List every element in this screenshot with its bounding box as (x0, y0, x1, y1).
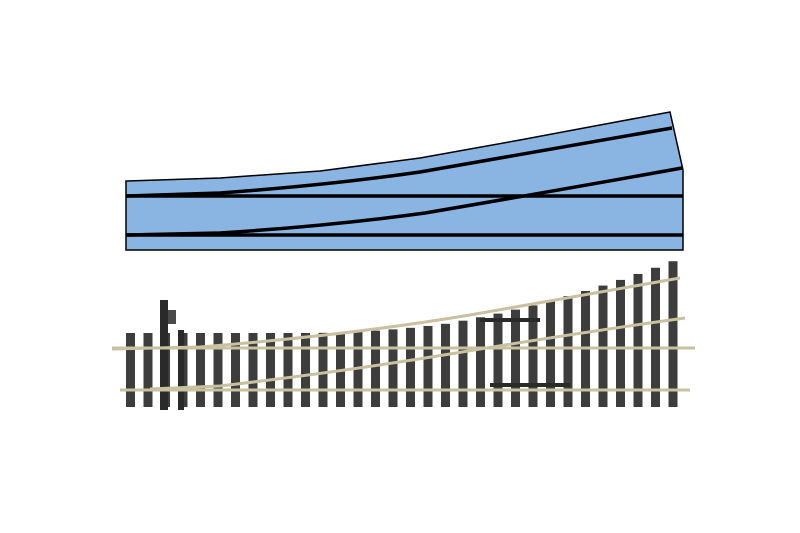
tie (528, 305, 538, 407)
diagram-track-area (125, 111, 684, 251)
tie (651, 267, 660, 407)
tie (283, 333, 293, 407)
guard-rail-bar (490, 383, 570, 387)
tie (143, 333, 153, 407)
throw-bar (160, 300, 184, 410)
tie (196, 333, 205, 407)
tie (668, 261, 678, 407)
tie (266, 333, 275, 407)
turnout-diagram (125, 111, 684, 251)
diagram-diverging-rail-lower (125, 166, 683, 237)
diagram-diverging-rail-upper (125, 126, 673, 198)
tie (388, 329, 398, 407)
tie (616, 279, 625, 407)
tie (598, 285, 608, 407)
rails (111, 276, 695, 392)
diverging-rail-lower (149, 316, 686, 391)
tie (476, 317, 485, 407)
tie (563, 296, 573, 407)
tie (633, 273, 643, 407)
diverging-rail-upper (111, 276, 681, 351)
tie (546, 300, 555, 407)
turnout-photo (111, 261, 695, 410)
tie (248, 333, 258, 407)
tie (493, 313, 503, 407)
tie (458, 320, 468, 407)
tie (126, 333, 135, 407)
tie (318, 332, 328, 407)
tie (371, 330, 380, 407)
tie (213, 333, 223, 407)
tie (511, 309, 520, 407)
ties (126, 261, 678, 407)
tie (441, 323, 450, 407)
tie (231, 333, 240, 407)
tie (423, 325, 433, 407)
tie (301, 332, 310, 407)
tie (406, 327, 415, 407)
guard-rail-bar (480, 318, 540, 322)
